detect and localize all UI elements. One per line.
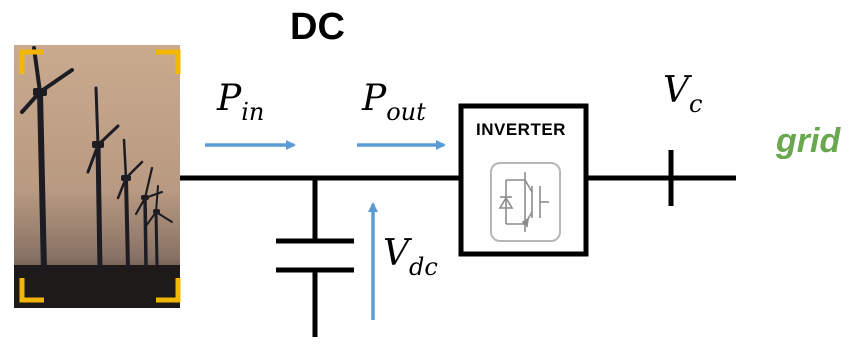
p-out-subscript: out bbox=[386, 98, 426, 126]
p-out-symbol: P bbox=[362, 78, 387, 119]
p-out-label: Pout bbox=[362, 78, 426, 126]
p-in-label: Pin bbox=[217, 78, 264, 126]
v-dc-symbol: V bbox=[383, 233, 409, 274]
v-dc-label: Vdc bbox=[383, 233, 438, 281]
capacitor-symbol bbox=[276, 178, 354, 337]
v-c-label: Vc bbox=[663, 70, 702, 118]
v-dc-subscript: dc bbox=[409, 253, 438, 281]
v-c-subscript: c bbox=[689, 90, 703, 118]
inverter-label: INVERTER bbox=[476, 120, 566, 139]
v-c-symbol: V bbox=[663, 70, 689, 111]
power-flow-arrows bbox=[205, 140, 446, 320]
dc-section-title: DC bbox=[290, 6, 345, 48]
photo-frame-corners bbox=[19, 49, 181, 303]
p-in-subscript: in bbox=[241, 98, 265, 126]
grid-label: grid bbox=[776, 122, 841, 160]
wind-turbine-photo bbox=[14, 45, 180, 308]
igbt-switch-icon bbox=[490, 162, 561, 242]
p-in-symbol: P bbox=[217, 78, 242, 119]
